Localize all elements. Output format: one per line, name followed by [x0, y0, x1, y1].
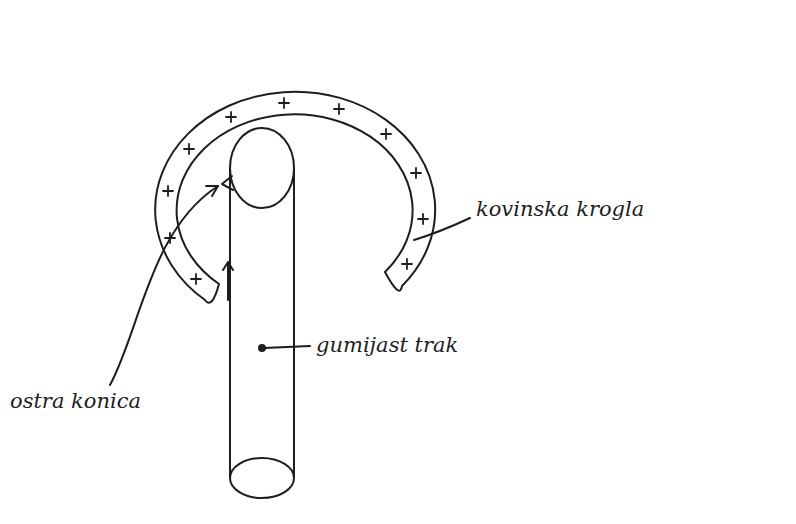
- belt-top: [230, 128, 294, 208]
- sphere-label: kovinska krogla: [474, 198, 646, 221]
- belt-label: gumijast trak: [314, 334, 460, 357]
- metal-sphere-shell: [155, 92, 435, 303]
- leader-line: [414, 218, 470, 240]
- motion-arrow: [223, 262, 233, 300]
- plus-charges: [163, 98, 428, 284]
- tip-label: ostra konica: [8, 390, 143, 413]
- leader-arrowhead: [206, 186, 218, 196]
- belt-bottom: [230, 458, 294, 498]
- leader-line: [264, 346, 310, 348]
- leader-line: [110, 186, 218, 385]
- sharp-tip: [222, 176, 233, 190]
- rubber-belt: [230, 168, 294, 478]
